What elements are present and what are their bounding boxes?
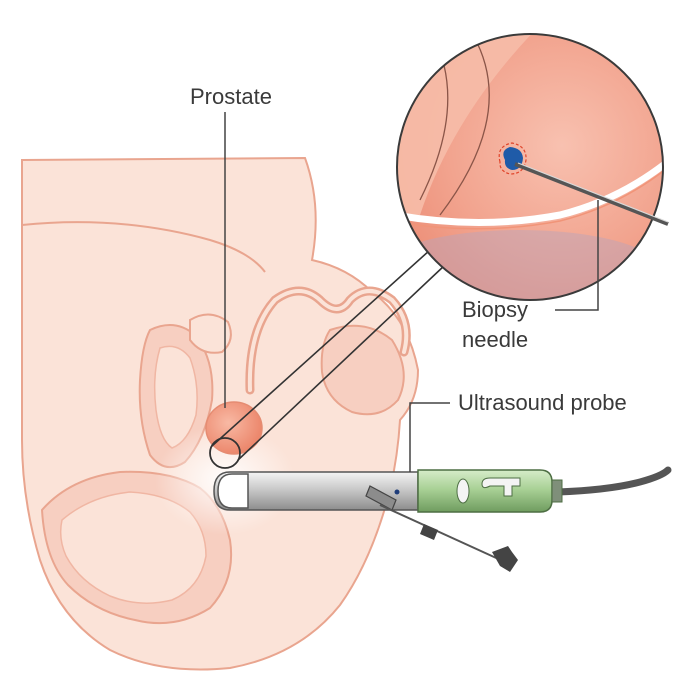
ultrasound-probe: [213, 466, 672, 572]
biopsy-needle-label-line2: needle: [462, 327, 529, 352]
leader-lines: [224, 112, 599, 472]
probe-cable: [554, 466, 672, 496]
abdominal-fold: [21, 221, 266, 273]
pelvis-cross-section: [21, 156, 420, 671]
tissue-line-2: [439, 34, 490, 216]
handle-oval-button: [456, 478, 470, 504]
biopsy-needle-shaft: [379, 504, 506, 563]
capsule-curve: [397, 157, 663, 226]
magnifier-rim: [396, 33, 664, 301]
needle-hub-1: [420, 524, 438, 540]
ultrasound-probe-leader-line: [409, 402, 450, 472]
probe-shaft: [213, 471, 419, 511]
magnifier-connector-upper: [211, 249, 431, 447]
magnifier-connector-lower: [237, 264, 446, 461]
urethra-loop-inner: [247, 289, 409, 392]
probe-handle: [417, 469, 553, 513]
biopsy-needle-label-line1: Biopsy: [462, 297, 529, 322]
inset-needle-shaft: [514, 162, 669, 226]
scrotum: [320, 324, 405, 416]
pubic-bone: [189, 313, 232, 354]
prostate-gland: [205, 401, 263, 455]
probe-handle-collar: [551, 479, 563, 503]
probe-marker-dot: [394, 489, 400, 495]
needle-hub-2: [492, 546, 518, 572]
prostate-label: Prostate: [190, 84, 272, 109]
capsule-curve-edge: [397, 165, 663, 230]
biopsy-needle-leader-line: [555, 200, 599, 311]
biopsy-spot-outline: [498, 142, 527, 175]
probe-tip: [217, 473, 249, 509]
ultrasound-probe-label: Ultrasound probe: [458, 390, 627, 415]
inset-needle-highlight: [517, 162, 669, 223]
prostate-focus-circle: [209, 437, 241, 469]
rectum-inner: [59, 491, 207, 604]
handle-key-symbol: [481, 477, 521, 497]
